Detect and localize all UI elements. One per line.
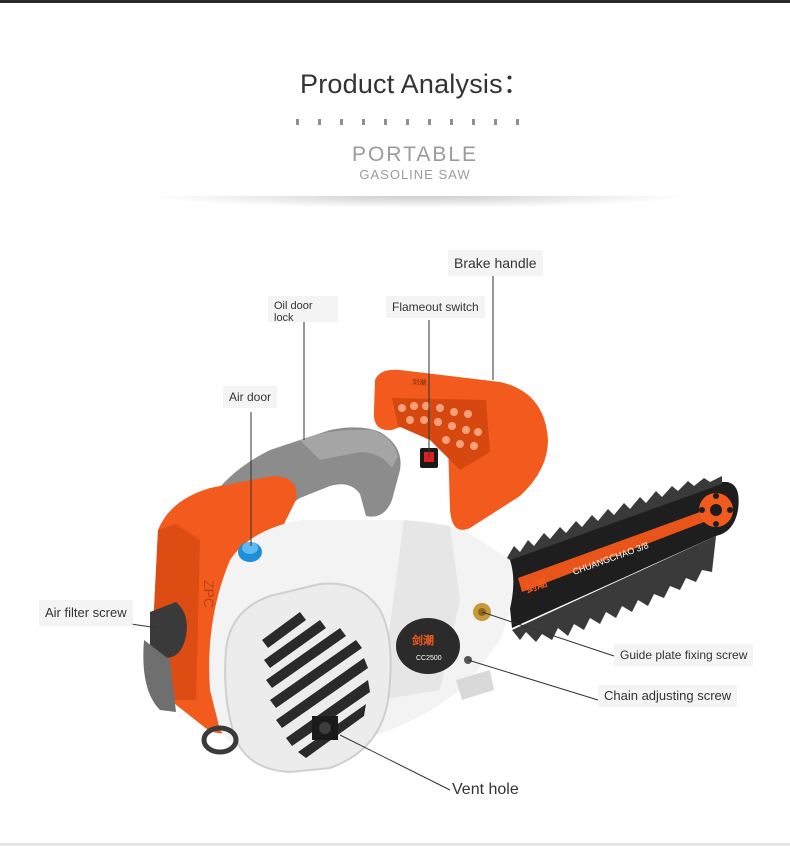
hanging-ring bbox=[201, 725, 239, 755]
heading-decoration bbox=[296, 119, 526, 125]
label-chain-adjusting-screw: Chain adjusting screw bbox=[598, 685, 738, 707]
chain-catcher bbox=[456, 670, 494, 700]
label-flameout-switch: Flameout switch bbox=[386, 296, 485, 318]
brake-handle-guard: 剑潮 bbox=[373, 369, 548, 530]
bottom-border bbox=[0, 843, 790, 846]
label-oil-door-lock: Oil door lock bbox=[268, 296, 338, 322]
svg-text:剑潮: 剑潮 bbox=[412, 377, 427, 387]
nameplate-model: CC2500 bbox=[416, 655, 442, 662]
label-brake-handle: Brake handle bbox=[448, 250, 543, 276]
label-air-filter-screw: Air filter screw bbox=[39, 600, 133, 626]
label-vent-hole: Vent hole bbox=[452, 781, 519, 798]
svg-text:ZPC: ZPC bbox=[201, 580, 217, 608]
top-border bbox=[0, 0, 790, 3]
guide-bar bbox=[505, 476, 739, 642]
starter-cover bbox=[224, 582, 392, 774]
air-filter-knob bbox=[143, 602, 187, 712]
subtitle-portable: PORTABLE bbox=[351, 143, 479, 166]
nameplate-brand: 剑潮 bbox=[411, 633, 434, 647]
label-guide-plate-fixing-screw: Guide plate fixing screw bbox=[614, 644, 754, 666]
heading-shadow bbox=[150, 196, 690, 208]
air-door-knob bbox=[238, 542, 262, 562]
subtitle-gasoline-saw: GASOLINE SAW bbox=[359, 167, 471, 182]
leader-lines bbox=[130, 276, 615, 791]
label-air-door: Air door bbox=[223, 386, 278, 408]
page-title: Product Analysis： bbox=[300, 69, 530, 99]
